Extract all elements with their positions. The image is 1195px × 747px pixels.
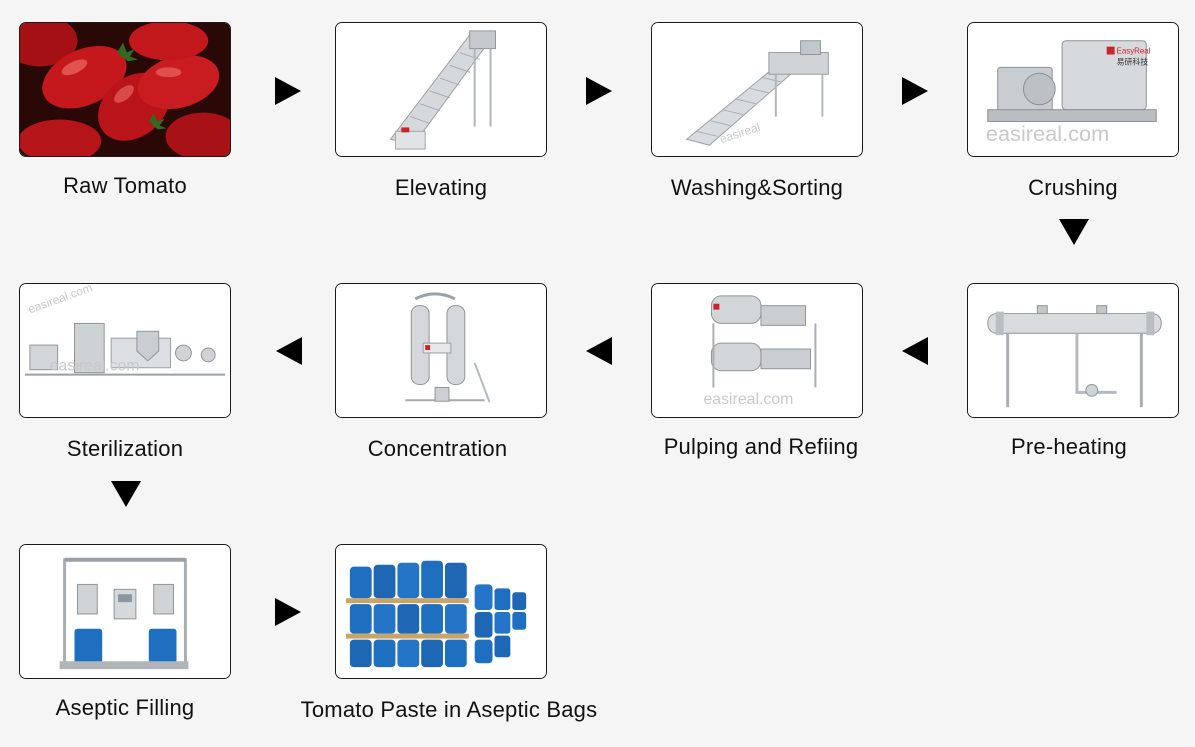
preheater-image: [968, 284, 1178, 417]
arrow-right-icon: [902, 77, 928, 105]
step-crushing-card: EasyReal 易研科技 easireal.com: [967, 22, 1179, 157]
arrow-left-icon: [276, 337, 302, 365]
svg-text:easireal.com: easireal.com: [704, 391, 794, 408]
step-concentration-card: [335, 283, 547, 418]
step-label: Raw Tomato: [63, 173, 187, 198]
step-label: Tomato Paste in Aseptic Bags: [300, 697, 598, 722]
arrow-right-icon: [275, 77, 301, 105]
step-pulping-refining-card: easireal.com: [651, 283, 863, 418]
washing-sorting-machine-image: easireal: [652, 23, 862, 156]
step-washing-sorting-card: easireal: [651, 22, 863, 157]
brand-logo-text: EasyReal: [1117, 47, 1151, 56]
arrow-left-icon: [902, 337, 928, 365]
sterilizer-image: easireal.com easireal.com: [20, 284, 230, 417]
arrow-right-icon: [586, 77, 612, 105]
step-label: Pulping and Refiing: [663, 434, 859, 459]
evaporator-image: [336, 284, 546, 417]
crusher-machine-image: EasyReal 易研科技 easireal.com: [968, 23, 1178, 156]
step-label: Aseptic Filling: [55, 695, 195, 720]
arrow-right-icon: [275, 598, 301, 626]
svg-text:easireal.com: easireal.com: [50, 358, 140, 375]
step-label: Pre-heating: [1011, 434, 1127, 459]
blue-drums-image: [336, 545, 546, 678]
step-aseptic-filling-card: [19, 544, 231, 679]
raw-tomato-image: [20, 23, 230, 156]
arrow-down-icon: [1059, 219, 1089, 245]
step-label: Sterilization: [66, 436, 184, 461]
arrow-down-icon: [111, 481, 141, 507]
step-label: Concentration: [367, 436, 508, 461]
step-raw-tomato-card: [19, 22, 231, 157]
elevator-conveyor-image: [336, 23, 546, 156]
arrow-left-icon: [586, 337, 612, 365]
step-label: Elevating: [394, 175, 488, 200]
brand-logo-cn: 易研科技: [1117, 56, 1149, 66]
aseptic-filler-image: [20, 545, 230, 678]
step-preheating-card: [967, 283, 1179, 418]
step-sterilization-card: easireal.com easireal.com: [19, 283, 231, 418]
step-label: Crushing: [1028, 175, 1118, 200]
step-label: Washing&Sorting: [670, 175, 844, 200]
pulper-image: easireal.com: [652, 284, 862, 417]
step-tomato-paste-card: [335, 544, 547, 679]
step-elevating-card: [335, 22, 547, 157]
watermark-text: easireal.com: [986, 121, 1109, 146]
